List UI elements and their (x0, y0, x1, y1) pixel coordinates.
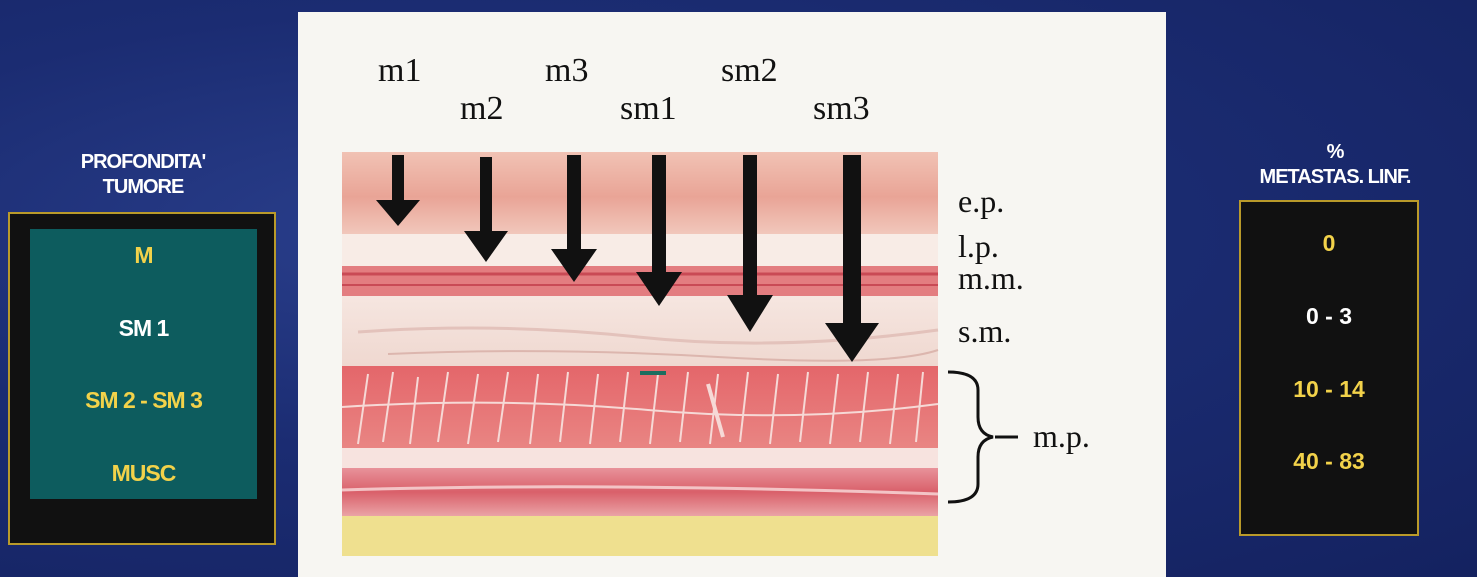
depth-title: PROFONDITA' TUMORE (18, 150, 268, 200)
label-sm3: sm3 (813, 90, 870, 127)
metastasis-item-1: 0 - 3 (1241, 303, 1417, 330)
label-sm1: sm1 (620, 90, 677, 127)
label-lp: l.p. (958, 228, 999, 264)
adventitia-layer (342, 516, 938, 556)
label-m3: m3 (545, 52, 588, 89)
depth-box: M SM 1 SM 2 - SM 3 MUSC (8, 212, 276, 545)
label-mp: m.p. (1033, 418, 1090, 454)
metastasis-item-3: 40 - 83 (1241, 448, 1417, 475)
wall-layers-svg: m1 m2 m3 sm1 sm2 sm3 e.p. l.p. m.m. s.m.… (298, 12, 1166, 577)
mp-brace (948, 372, 993, 502)
depth-title-line2: TUMORE (18, 175, 268, 200)
muscularis-propria-inner (342, 366, 938, 448)
label-sm2: sm2 (721, 52, 778, 89)
label-m2: m2 (460, 90, 503, 127)
label-sm: s.m. (958, 313, 1011, 349)
depth-list: M SM 1 SM 2 - SM 3 MUSC (30, 229, 257, 499)
label-m1: m1 (378, 52, 421, 89)
depth-item-sm2-sm3: SM 2 - SM 3 (30, 387, 257, 414)
metastasis-box: 0 0 - 3 10 - 14 40 - 83 (1239, 200, 1419, 536)
metastasis-title: % METASTAS. LINF. (1195, 140, 1475, 190)
esophagus-wall-diagram: m1 m2 m3 sm1 sm2 sm3 e.p. l.p. m.m. s.m.… (298, 12, 1166, 577)
label-mm: m.m. (958, 260, 1024, 296)
label-ep: e.p. (958, 183, 1004, 219)
metastasis-item-2: 10 - 14 (1241, 376, 1417, 403)
depth-item-m: M (30, 242, 257, 269)
metastasis-title-line1: % (1195, 140, 1475, 165)
metastasis-title-line2: METASTAS. LINF. (1195, 165, 1475, 190)
metastasis-item-0: 0 (1241, 230, 1417, 257)
depth-item-sm1: SM 1 (30, 315, 257, 342)
depth-item-musc: MUSC (30, 460, 257, 487)
depth-title-line1: PROFONDITA' (18, 150, 268, 175)
